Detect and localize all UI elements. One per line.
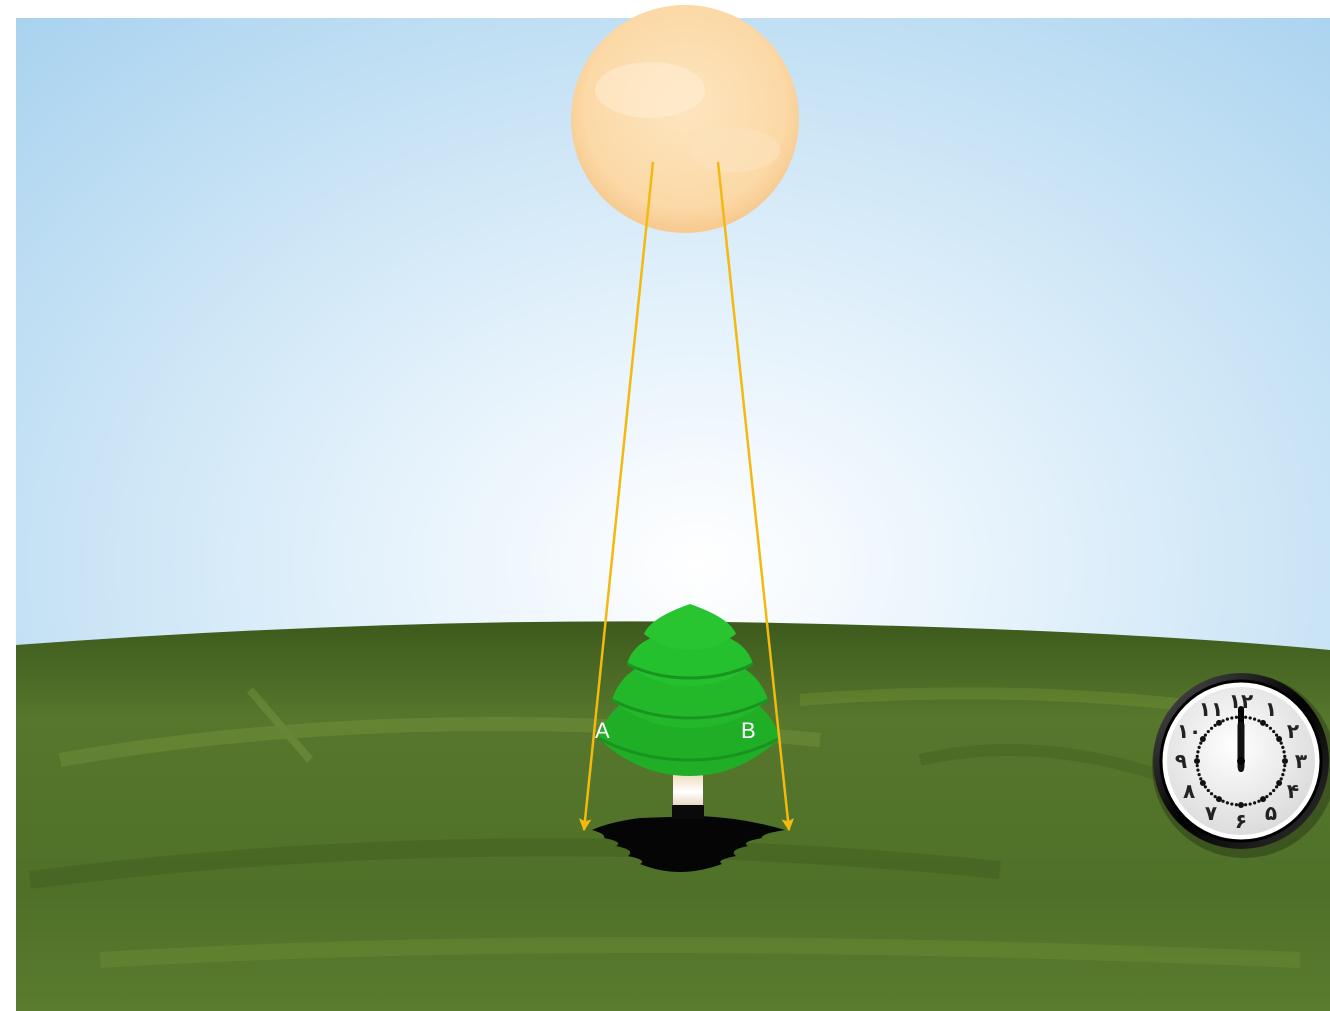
clock-numeral: ۸	[1183, 779, 1195, 803]
clock-tick	[1194, 758, 1200, 764]
clock-tick	[1210, 792, 1213, 795]
clock-tick	[1207, 730, 1210, 733]
clock-tick	[1214, 795, 1217, 798]
ray-label-b: B	[741, 718, 756, 743]
clock-tick	[1198, 746, 1201, 749]
clock-tick	[1222, 800, 1225, 803]
clock-tick	[1265, 724, 1268, 727]
clock-tick	[1265, 795, 1268, 798]
clock-tick	[1226, 718, 1229, 721]
clock-tick	[1244, 803, 1247, 806]
clock-tick	[1230, 716, 1233, 719]
clock-tick	[1196, 764, 1199, 767]
clock-numeral: ۳	[1295, 749, 1307, 773]
clock-tick	[1238, 802, 1244, 808]
clock-tick	[1282, 750, 1285, 753]
clock-tick	[1281, 746, 1284, 749]
clock-tick	[1282, 758, 1288, 764]
clock-numeral: ۲	[1287, 719, 1299, 743]
clock-numeral: ۹	[1175, 749, 1187, 773]
clock-tick	[1282, 769, 1285, 772]
clock-tick	[1244, 716, 1247, 719]
clock-numeral: ۵	[1265, 801, 1277, 825]
clock-center	[1237, 757, 1245, 765]
clock-tick	[1207, 789, 1210, 792]
clock-tick	[1257, 800, 1260, 803]
clock-tick	[1196, 750, 1199, 753]
clock-tick	[1210, 727, 1213, 730]
clock-tick	[1235, 716, 1238, 719]
clock-tick	[1269, 727, 1272, 730]
clock-tick	[1281, 773, 1284, 776]
clock-tick	[1275, 785, 1278, 788]
clock-numeral: ۶	[1235, 809, 1247, 833]
clock-tick	[1272, 789, 1275, 792]
clock-tick	[1276, 736, 1282, 742]
clock-tick	[1249, 716, 1252, 719]
sun	[571, 5, 799, 233]
clock-tick	[1235, 803, 1238, 806]
clock-tick	[1249, 802, 1252, 805]
clock-tick	[1204, 785, 1207, 788]
clock-tick	[1280, 777, 1283, 780]
clock-tick	[1253, 801, 1256, 804]
clock-numeral: ۱۰	[1177, 719, 1201, 743]
trunk-base	[672, 805, 704, 819]
clock-numeral: ۱۱	[1199, 697, 1223, 721]
clock-tick	[1276, 780, 1282, 786]
clock-tick	[1272, 730, 1275, 733]
clock-tick	[1214, 724, 1217, 727]
clock-tick	[1198, 773, 1201, 776]
clock-tick	[1257, 719, 1260, 722]
ray-label-a: A	[595, 718, 610, 743]
clock-tick	[1230, 802, 1233, 805]
clock-tick	[1283, 755, 1286, 758]
clock-tick	[1226, 801, 1229, 804]
clock-tick	[1283, 764, 1286, 767]
clock-numeral: ۷	[1205, 801, 1217, 825]
clock-tick	[1199, 777, 1202, 780]
clock-tick	[1196, 755, 1199, 758]
clock-numeral: ۱	[1265, 697, 1277, 721]
clock-tick	[1269, 792, 1272, 795]
clock-tick	[1204, 734, 1207, 737]
clock-tick	[1196, 769, 1199, 772]
clock-numeral: ۴	[1287, 779, 1299, 803]
clock-tick	[1280, 742, 1283, 745]
clock-tick	[1200, 780, 1206, 786]
clock-tick	[1275, 734, 1278, 737]
clock-tick	[1253, 718, 1256, 721]
